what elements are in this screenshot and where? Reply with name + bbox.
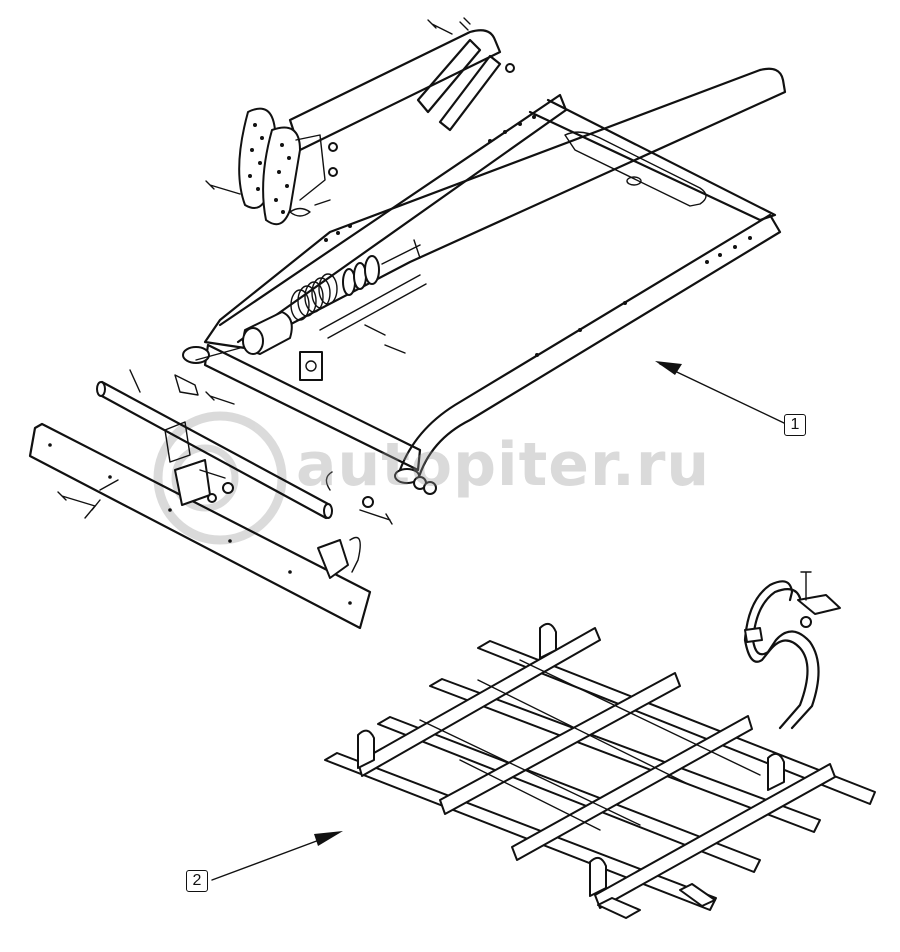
pin-icon	[364, 324, 406, 354]
bolt-icon	[800, 571, 812, 601]
frame-left-member	[218, 93, 568, 344]
callout-2: 2	[186, 870, 208, 892]
nut-icon	[207, 493, 217, 503]
rack-crossbar	[511, 715, 753, 861]
washer-icon	[222, 482, 234, 494]
pin-icon	[289, 199, 331, 217]
link-arm-diagonal-2	[438, 54, 502, 132]
leader-arrow-2	[211, 831, 343, 881]
link-arm-upper	[288, 29, 502, 152]
bolt-icon	[359, 509, 393, 525]
washer-icon	[364, 255, 380, 285]
spring-roller-stack	[242, 239, 427, 381]
leader-arrow-1	[655, 361, 785, 424]
nut-icon	[800, 616, 812, 628]
front-plate-holes	[48, 443, 352, 605]
bolt-icon	[205, 180, 241, 195]
frame-assembly	[182, 67, 787, 495]
bracket-plate	[299, 351, 323, 381]
plate-holes	[248, 123, 291, 214]
nut-icon	[328, 167, 338, 177]
hook-bracket-right	[317, 539, 349, 579]
pin-icon	[381, 239, 421, 265]
rack-bracket	[589, 856, 607, 897]
callout-1: 1	[784, 414, 806, 436]
bolt-icon	[199, 469, 226, 479]
clamp-bracket	[797, 594, 841, 615]
front-bar-assembly	[28, 347, 393, 630]
rack-bracket	[357, 729, 375, 769]
frame-inner-bracket	[564, 131, 707, 207]
nut-icon	[328, 142, 338, 152]
bolt-icon	[459, 17, 471, 31]
plate-bracket	[295, 134, 326, 201]
shaft	[319, 274, 427, 339]
spring-tine	[743, 580, 809, 730]
frame-holes	[324, 115, 752, 357]
bolt-icon	[427, 19, 453, 35]
bolt-icon	[57, 491, 96, 519]
washer-icon	[362, 496, 374, 508]
label-tag-line	[91, 479, 119, 511]
eye-bolt	[174, 347, 241, 396]
rack-bracket	[539, 622, 557, 659]
rack-bracket	[767, 752, 785, 791]
coil-spring	[290, 273, 338, 321]
rack-crossbar	[357, 627, 601, 777]
frame-eye-right	[394, 468, 420, 484]
rack-crossbar	[594, 763, 836, 909]
linkage-assembly	[205, 17, 515, 226]
spring-tine-inner	[751, 587, 820, 730]
rack-slat	[377, 716, 761, 873]
spring-tine-assembly	[743, 571, 841, 730]
frame-inner-slot	[626, 176, 642, 186]
rack-grid-assembly	[324, 622, 876, 919]
rack-slat	[324, 752, 717, 911]
frame-rear-member	[528, 98, 777, 222]
washer-icon	[423, 481, 437, 495]
rack-slat	[597, 897, 641, 919]
link-arm-diagonal	[416, 38, 482, 114]
hook-bracket-left	[129, 369, 191, 463]
perforated-plate-right	[262, 126, 301, 226]
watermark-text: autopiter.ru	[296, 430, 711, 500]
frame-top-rail	[203, 67, 787, 350]
roller-end	[242, 327, 264, 355]
bolt-icon	[205, 391, 235, 405]
front-plate	[28, 422, 372, 630]
tine-end	[744, 627, 763, 643]
rack-slat	[679, 883, 716, 907]
nut-icon	[505, 63, 515, 73]
frame-eye-left	[182, 346, 210, 364]
hook-icon	[325, 471, 361, 573]
